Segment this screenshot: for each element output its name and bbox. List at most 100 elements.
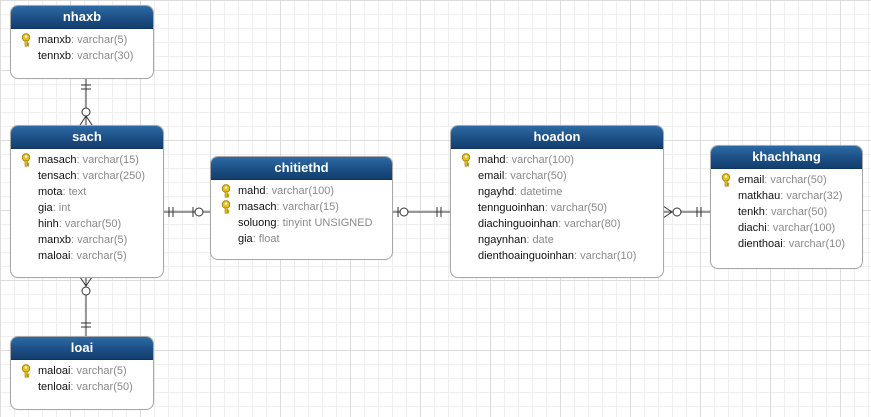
field-type: : int: [52, 202, 71, 214]
field-name: tennguoinhan: [478, 202, 545, 214]
field-list: manxb: varchar(5)tennxb: varchar(30): [11, 29, 153, 64]
field-type: : varchar(80): [558, 218, 621, 230]
field-row[interactable]: matkhau: varchar(32): [711, 188, 862, 204]
primary-key-icon: [220, 184, 232, 198]
field-name: email: [738, 174, 765, 186]
field-type: : varchar(5): [70, 250, 127, 262]
field-type: : datetime: [514, 186, 563, 198]
field-name: dienthoai: [738, 238, 783, 250]
field-name: soluong: [238, 217, 277, 229]
table-chitiethd[interactable]: chitiethd mahd: varchar(100)masach: varc…: [210, 156, 393, 260]
table-nhaxb[interactable]: nhaxb manxb: varchar(5)tennxb: varchar(3…: [10, 5, 154, 79]
field-type: : varchar(50): [544, 202, 608, 214]
field-type: : varchar(30): [71, 50, 134, 62]
table-loai[interactable]: loai maloai: varchar(5)tenloai: varchar(…: [10, 336, 154, 410]
field-type: : varchar(50): [70, 381, 133, 393]
field-row[interactable]: ngaynhan: date: [451, 232, 663, 248]
field-name: mahd: [238, 185, 266, 197]
field-type: : varchar(15): [276, 201, 339, 213]
table-hoadon[interactable]: hoadon mahd: varchar(100)email: varchar(…: [450, 125, 664, 278]
field-row[interactable]: diachi: varchar(100): [711, 220, 862, 236]
field-name: ngayhd: [478, 186, 515, 198]
field-name: masach: [238, 201, 277, 213]
table-khachhang[interactable]: khachhang email: varchar(50)matkhau: var…: [710, 145, 863, 269]
field-type: : varchar(100): [505, 154, 575, 166]
field-type: : varchar(10): [782, 238, 846, 250]
field-list: maloai: varchar(5)tenloai: varchar(50): [11, 360, 153, 395]
table-title: khachhang: [711, 146, 862, 169]
field-row[interactable]: tenkh: varchar(50): [711, 204, 862, 220]
field-type: : varchar(10): [574, 250, 637, 262]
field-row[interactable]: manxb: varchar(5): [11, 232, 163, 248]
field-name: tennxb: [38, 50, 72, 62]
field-row[interactable]: masach: varchar(15): [211, 199, 392, 215]
field-name: manxb: [38, 34, 72, 46]
field-row[interactable]: tennguoinhan: varchar(50): [451, 200, 663, 216]
field-row[interactable]: gia: int: [11, 200, 163, 216]
field-name: gia: [238, 233, 253, 245]
field-type: : float: [252, 233, 280, 245]
field-name: email: [478, 170, 505, 182]
rel-sach-chitiethd-circle: [194, 207, 204, 217]
field-row[interactable]: tennxb: varchar(30): [11, 48, 153, 64]
field-row[interactable]: hinh: varchar(50): [11, 216, 163, 232]
field-list: mahd: varchar(100)email: varchar(50)ngay…: [451, 149, 663, 264]
field-name: mota: [38, 186, 63, 198]
field-type: : text: [62, 186, 87, 198]
field-row[interactable]: dienthoai: varchar(10): [711, 236, 862, 252]
field-type: : date: [526, 234, 554, 246]
field-row[interactable]: manxb: varchar(5): [11, 32, 153, 48]
field-row[interactable]: mahd: varchar(100): [451, 152, 663, 168]
field-row[interactable]: soluong: tinyint UNSIGNED: [211, 215, 392, 231]
rel-nhaxb-sach-crow2: [85, 115, 93, 126]
field-type: : tinyint UNSIGNED: [276, 217, 373, 229]
primary-key-icon: [20, 153, 32, 167]
primary-key-icon: [460, 153, 472, 167]
field-row[interactable]: diachinguoinhan: varchar(80): [451, 216, 663, 232]
primary-key-icon: [20, 33, 32, 47]
primary-key-icon: [20, 364, 32, 378]
rel-loai-sach-crow2: [85, 276, 93, 287]
field-type: : varchar(15): [76, 154, 139, 166]
field-row[interactable]: masach: varchar(15): [11, 152, 163, 168]
field-type: : varchar(50): [764, 174, 827, 186]
field-type: : varchar(5): [70, 365, 127, 377]
field-row[interactable]: mota: text: [11, 184, 163, 200]
field-name: ngaynhan: [478, 234, 527, 246]
field-name: hinh: [38, 218, 59, 230]
field-name: diachi: [738, 222, 767, 234]
rel-nhaxb-sach-circle: [81, 107, 91, 117]
field-name: masach: [38, 154, 77, 166]
field-name: tenkh: [738, 206, 765, 218]
field-name: maloai: [38, 250, 71, 262]
field-row[interactable]: mahd: varchar(100): [211, 183, 392, 199]
field-row[interactable]: maloai: varchar(5): [11, 363, 153, 379]
table-title: hoadon: [451, 126, 663, 149]
field-list: email: varchar(50)matkhau: varchar(32)te…: [711, 169, 862, 252]
field-row[interactable]: maloai: varchar(5): [11, 248, 163, 264]
field-row[interactable]: dienthoainguoinhan: varchar(10): [451, 248, 663, 264]
rel-khachhang-hoadon-crow1: [662, 205, 673, 213]
field-name: matkhau: [738, 190, 781, 202]
field-row[interactable]: gia: float: [211, 231, 392, 247]
field-type: : varchar(250): [76, 170, 146, 182]
field-name: tenloai: [38, 381, 71, 393]
field-name: diachinguoinhan: [478, 218, 559, 230]
rel-nhaxb-sach-crow1: [79, 115, 87, 126]
field-row[interactable]: tenloai: varchar(50): [11, 379, 153, 395]
field-name: maloai: [38, 365, 71, 377]
field-type: : varchar(100): [265, 185, 335, 197]
rel-loai-sach-crow1: [79, 276, 87, 287]
field-type: : varchar(5): [71, 234, 128, 246]
field-row[interactable]: tensach: varchar(250): [11, 168, 163, 184]
field-row[interactable]: email: varchar(50): [711, 172, 862, 188]
field-name: mahd: [478, 154, 506, 166]
field-type: : varchar(50): [58, 218, 122, 230]
table-title: sach: [11, 126, 163, 149]
rel-hoadon-chitiethd-circle: [399, 207, 409, 217]
field-list: masach: varchar(15)tensach: varchar(250)…: [11, 149, 163, 264]
field-row[interactable]: ngayhd: datetime: [451, 184, 663, 200]
table-sach[interactable]: sach masach: varchar(15)tensach: varchar…: [10, 125, 164, 278]
field-row[interactable]: email: varchar(50): [451, 168, 663, 184]
primary-key-icon: [220, 200, 232, 214]
